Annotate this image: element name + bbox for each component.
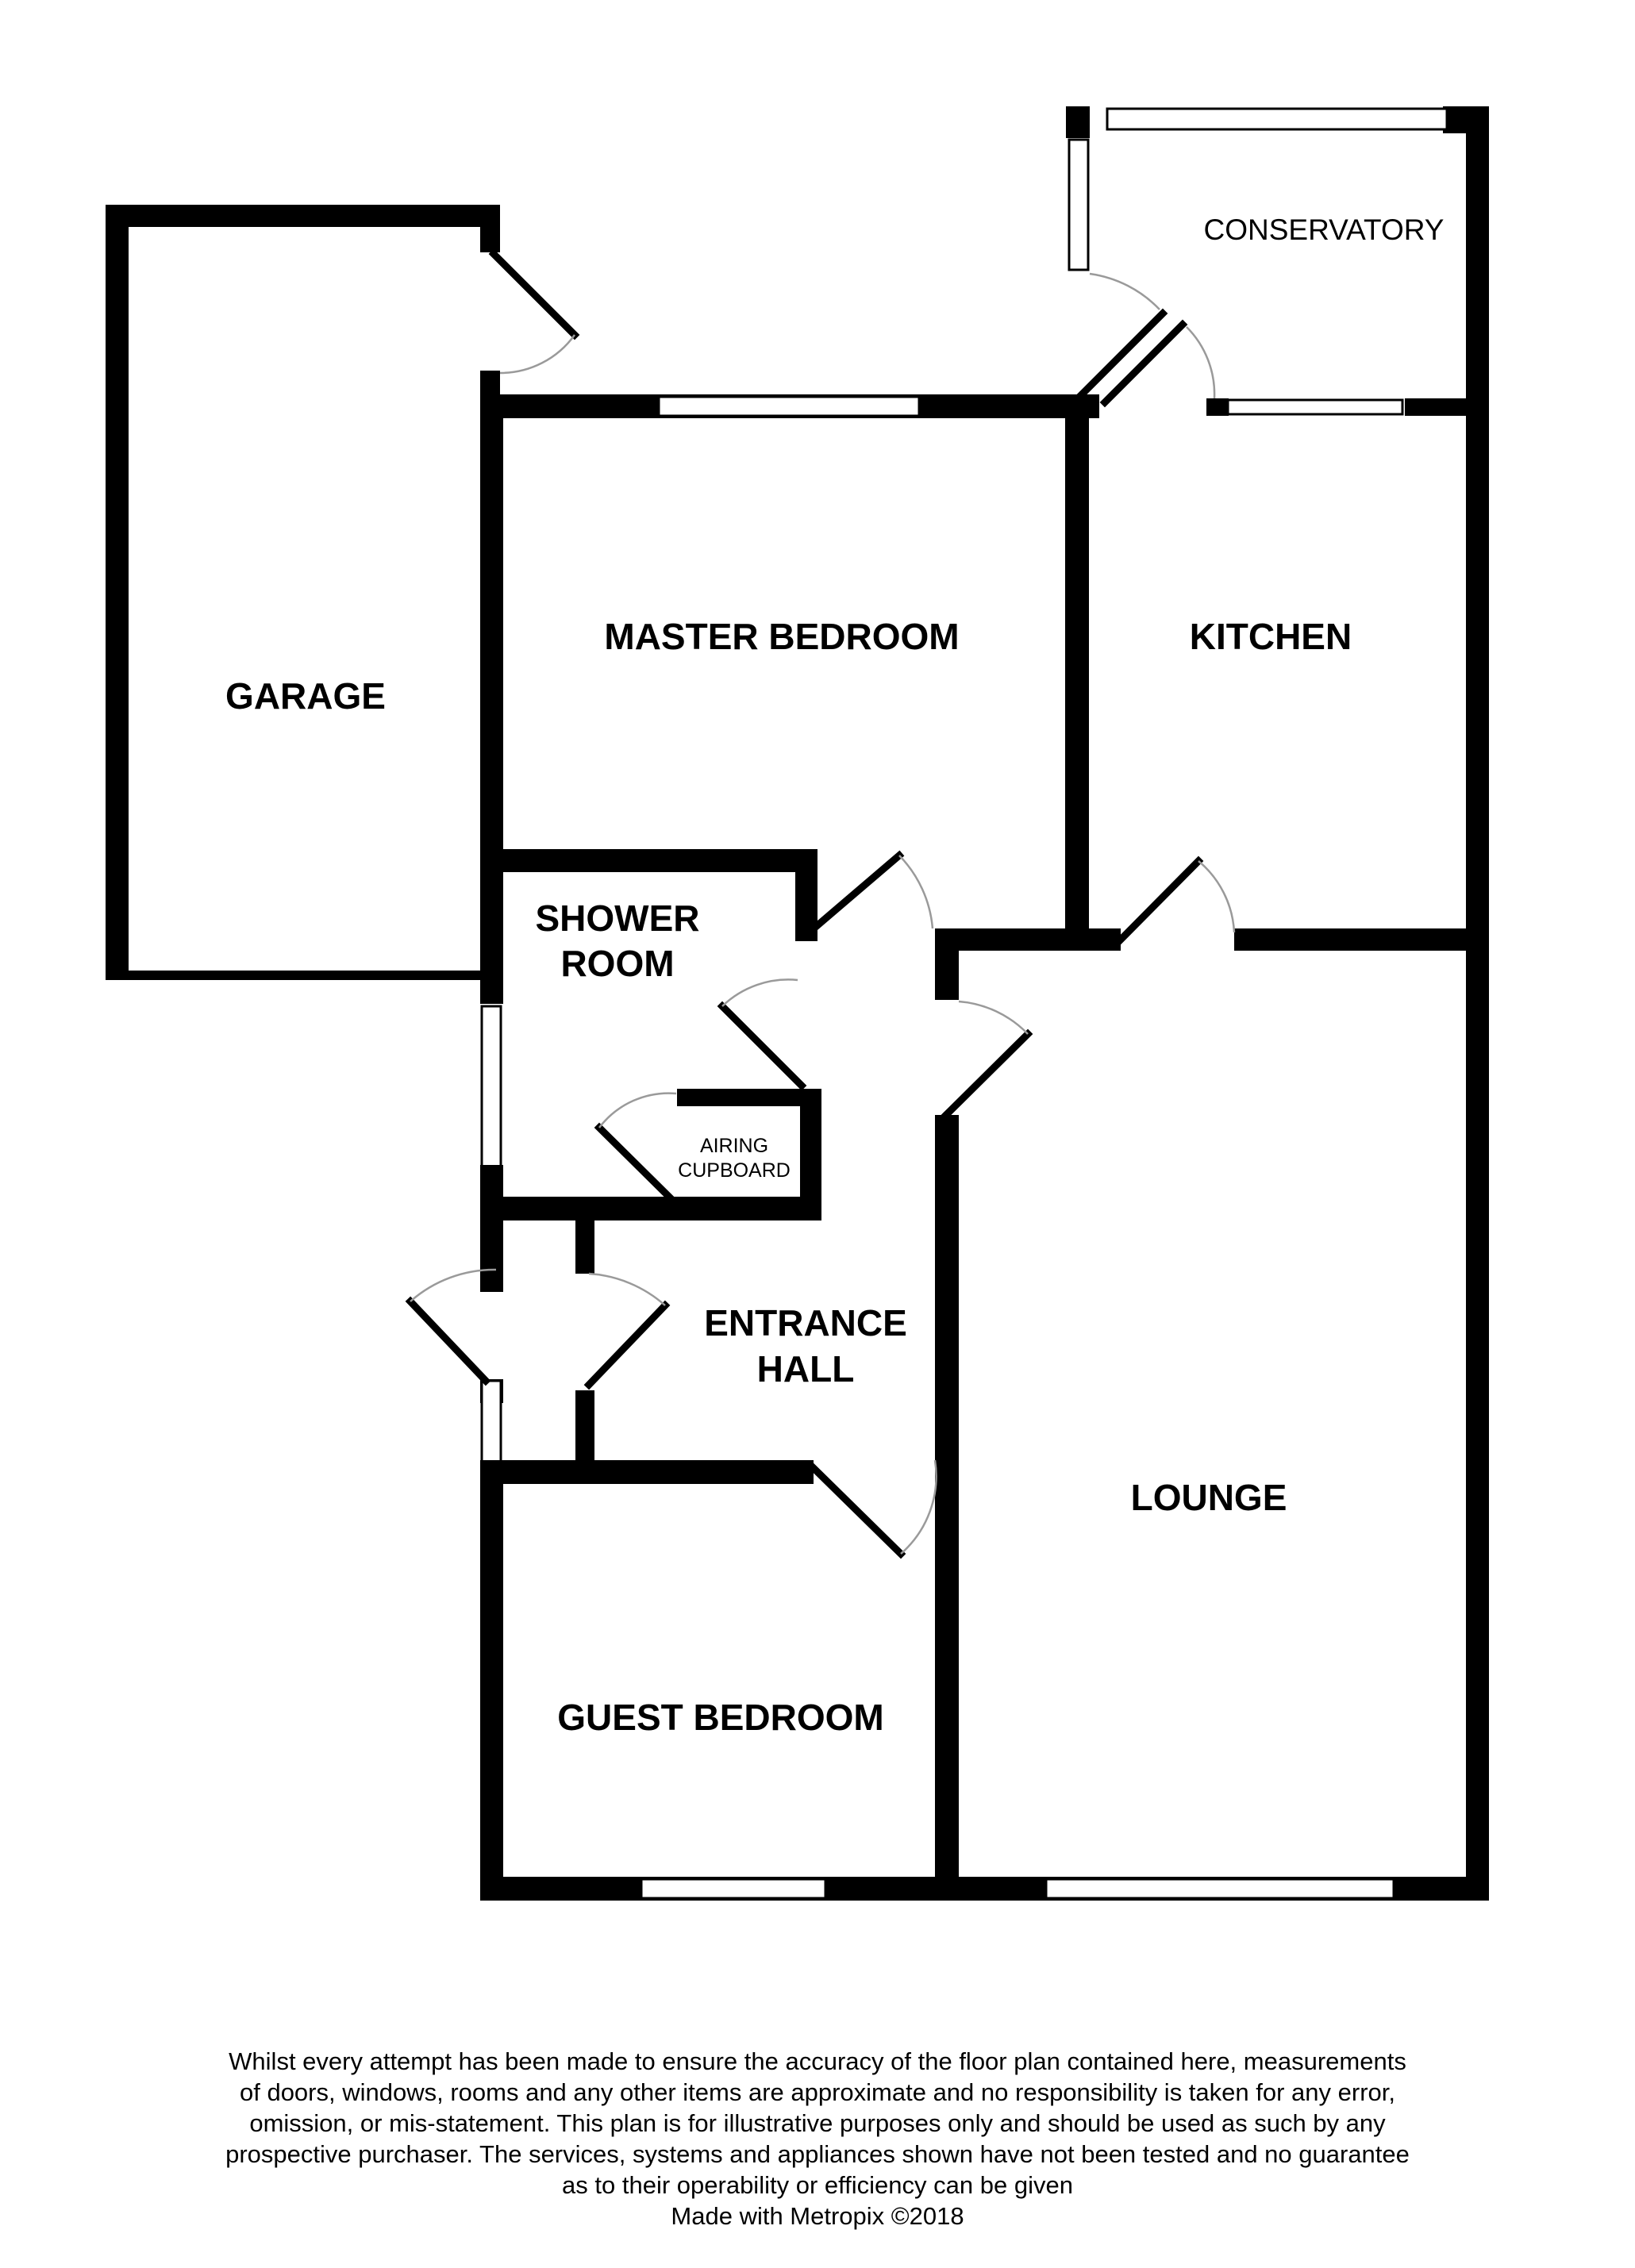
shower-room-door <box>717 978 807 1091</box>
master-bedroom-door <box>806 850 934 936</box>
guest-bedroom-walls <box>480 1472 1489 1901</box>
room-label-shower-room-line1: SHOWER <box>536 898 700 939</box>
front-doors <box>405 1268 671 1390</box>
disclaimer-line: prospective purchaser. The services, sys… <box>225 2140 1410 2168</box>
room-label-master-bedroom: MASTER BEDROOM <box>604 616 959 657</box>
room-label-airing-cupboard-line1: AIRING <box>700 1135 768 1157</box>
master-bedroom-walls <box>480 394 1099 980</box>
disclaimer-line: of doors, windows, rooms and any other i… <box>239 2078 1395 2106</box>
room-label-lounge: LOUNGE <box>1131 1477 1287 1518</box>
disclaimer-line: Whilst every attempt has been made to en… <box>229 2047 1406 2075</box>
kitchen-door <box>1115 855 1236 945</box>
conservatory-walls <box>1066 106 1489 1900</box>
room-label-airing-cupboard-line2: CUPBOARD <box>678 1159 791 1182</box>
garage-walls <box>106 205 500 980</box>
disclaimer-line: omission, or mis-statement. This plan is… <box>249 2109 1386 2137</box>
room-label-garage: GARAGE <box>225 675 386 717</box>
room-label-entrance-hall-line2: HALL <box>757 1348 855 1390</box>
entrance-hall-walls <box>480 928 959 1901</box>
room-label-conservatory: CONSERVATORY <box>1204 213 1445 246</box>
lounge-walls <box>1044 1878 1395 1900</box>
metropix-credit: Made with Metropix ©2018 <box>671 2202 964 2230</box>
disclaimer-line: as to their operability or efficiency ca… <box>562 2171 1073 2199</box>
conservatory-door <box>1074 272 1216 408</box>
kitchen-walls <box>937 928 1488 951</box>
room-label-kitchen: KITCHEN <box>1190 616 1352 657</box>
lounge-door <box>941 1000 1033 1121</box>
guest-bedroom-door <box>808 1459 937 1559</box>
garage-side-door <box>488 248 580 375</box>
room-label-entrance-hall-line1: ENTRANCE <box>704 1302 907 1344</box>
airing-cupboard-door <box>594 1092 680 1208</box>
disclaimer-text: Whilst every attempt has been made to en… <box>127 2046 1508 2231</box>
room-label-guest-bedroom: GUEST BEDROOM <box>557 1697 883 1738</box>
room-label-shower-room-line2: ROOM <box>560 943 674 984</box>
